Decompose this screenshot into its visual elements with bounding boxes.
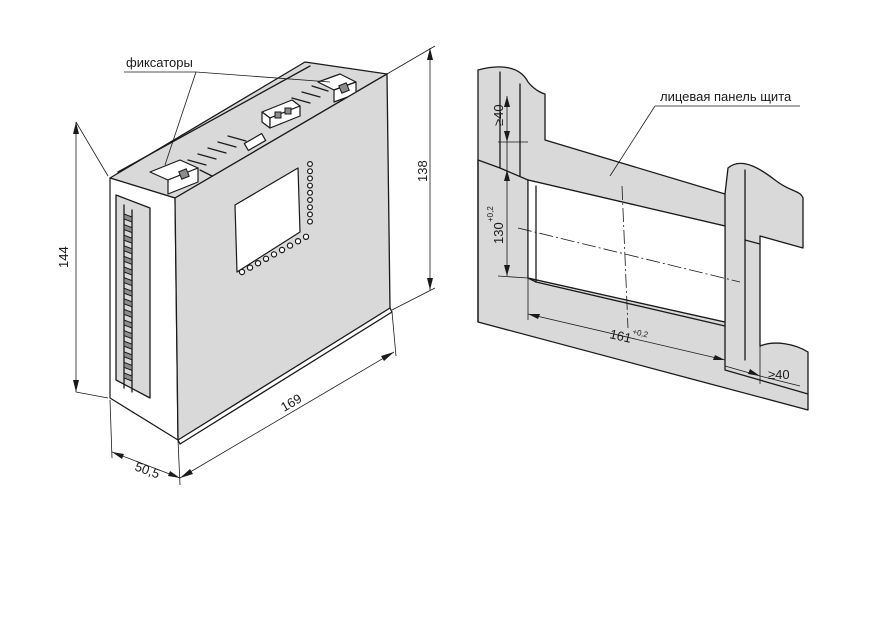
dim-161-tolerance: +0,2: [632, 327, 650, 339]
keypad-button: [286, 242, 294, 249]
terminal-strip: [115, 194, 151, 399]
dim-min-right: [724, 346, 801, 387]
dim-169: [177, 311, 397, 486]
keypad-button: [254, 260, 262, 267]
dim-138: [386, 45, 436, 311]
terminal-tooth: [123, 245, 133, 255]
latches-label: фиксаторы: [126, 55, 193, 70]
latch-right: [317, 73, 357, 103]
dim-min-top: [498, 96, 528, 170]
terminal-tooth: [123, 329, 133, 340]
center-line-vertical: [621, 185, 629, 329]
dim-130-tolerance: +0,2: [486, 206, 495, 222]
terminal-tooth: [123, 213, 133, 223]
terminal-tooth: [123, 351, 133, 361]
terminal-tooth: [123, 372, 133, 382]
led-indicator: [307, 211, 314, 218]
led-indicator: [307, 189, 314, 196]
led-indicator: [307, 175, 314, 182]
panel-label: лицевая панель щита: [660, 89, 792, 104]
dim-min-top-label: ≥40: [491, 104, 506, 126]
keypad-button: [270, 251, 278, 258]
keypad-button: [302, 233, 310, 240]
keypad-button: [246, 264, 254, 271]
keypad-button: [294, 237, 302, 245]
terminal-tooth: [123, 298, 133, 308]
terminal-tooth: [123, 340, 133, 350]
dim-144-label: 144: [56, 246, 71, 268]
latch-left: [149, 159, 213, 195]
panel-cutout-view: лицевая панель щита ≥40 130 +0,2 161 +0,…: [477, 66, 809, 411]
keypad-button: [262, 255, 270, 262]
terminal-tooth: [123, 255, 133, 266]
terminal-teeth: [123, 213, 133, 382]
dim-50-5-label: 50,5: [133, 459, 162, 482]
dim-130: [497, 170, 529, 279]
dim-169-label: 169: [278, 391, 304, 415]
terminal-tooth: [123, 266, 133, 276]
terminal-tooth: [123, 223, 133, 234]
dim-161: [527, 278, 726, 366]
top-connector: [261, 99, 301, 129]
dim-50-5: [109, 399, 181, 479]
latches-leader: [124, 71, 331, 166]
dim-min-right-label: ≥40: [768, 367, 790, 382]
led-indicator: [307, 161, 314, 168]
terminal-tooth: [123, 319, 133, 329]
keypad-button: [278, 246, 286, 254]
led-indicator: [307, 168, 314, 175]
terminal-tooth: [123, 234, 133, 244]
dim-144: [73, 121, 109, 399]
terminal-tooth: [123, 308, 133, 319]
led-indicator: [307, 204, 314, 211]
dim-130-label: 130: [491, 222, 506, 244]
keypad-button: [238, 268, 246, 276]
led-indicator: [307, 197, 314, 204]
terminal-tooth: [123, 276, 133, 287]
dim-138-label: 138: [415, 160, 430, 182]
top-slot: [243, 132, 267, 152]
device-view: фиксаторы 144 138 169: [56, 45, 436, 486]
led-indicator: [307, 218, 314, 225]
center-line-horizontal: [517, 227, 741, 283]
keypad-buttons: [238, 233, 310, 276]
dim-161-label: 161: [608, 326, 633, 345]
terminal-tooth: [123, 361, 133, 372]
terminal-tooth: [123, 287, 133, 297]
led-indicator: [307, 182, 314, 189]
display-window: [234, 167, 301, 273]
indicator-leds: [307, 161, 314, 225]
